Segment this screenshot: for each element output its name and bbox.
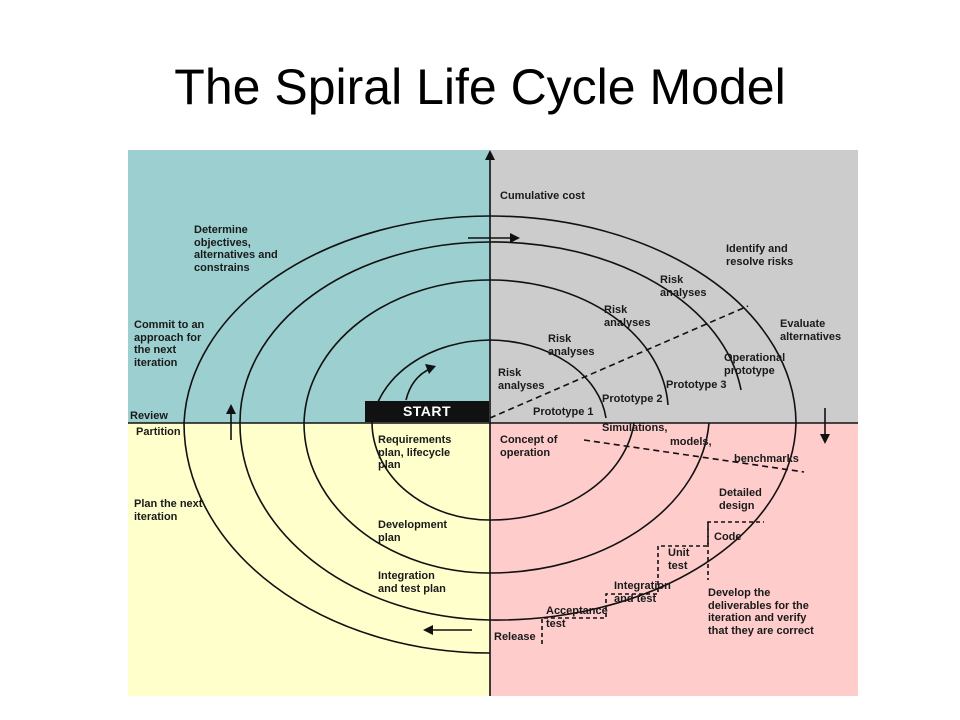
label-integration-test-plan: Integration and test plan xyxy=(378,570,446,595)
label-simulations: Simulations, xyxy=(602,422,668,434)
spiral-loop-2 xyxy=(303,279,710,574)
label-prototype-1: Prototype 1 xyxy=(533,406,594,418)
label-code: Code xyxy=(714,531,742,543)
label-unit-test: Unit test xyxy=(668,547,690,572)
label-risk-analyses-1: Risk analyses xyxy=(498,367,545,392)
label-review: Review xyxy=(130,410,168,422)
simulation-dashed-line xyxy=(583,439,805,473)
label-concept-of-operation: Concept of operation xyxy=(500,434,558,459)
start-arrow xyxy=(405,367,433,401)
label-partition: Partition xyxy=(136,426,181,438)
label-commit: Commit to an approach for the next itera… xyxy=(134,319,205,369)
label-prototype-2: Prototype 2 xyxy=(602,393,663,405)
page-title: The Spiral Life Cycle Model xyxy=(174,59,786,115)
label-develop-deliverables: Develop the deliverables for the iterati… xyxy=(708,587,814,637)
label-plan-next-iteration: Plan the next iteration xyxy=(134,498,203,523)
risk-dashed-line xyxy=(489,305,749,419)
label-operational-prototype: Operational prototype xyxy=(724,352,786,377)
label-identify-resolve-risks: Identify and resolve risks xyxy=(726,243,794,268)
label-development-plan: Development plan xyxy=(378,519,448,544)
label-acceptance-test: Acceptance test xyxy=(546,605,608,630)
spiral-diagram: START Cumulative cost Determine objectiv… xyxy=(128,150,858,696)
spiral-loop-1 xyxy=(371,339,635,521)
spiral-loop-4 xyxy=(183,215,797,654)
label-release: Release xyxy=(494,631,536,643)
label-models: models, xyxy=(670,436,712,448)
label-cumulative-cost: Cumulative cost xyxy=(500,190,585,202)
label-integration-test: Integration and test xyxy=(614,580,671,605)
label-benchmarks: benchmarks xyxy=(734,453,799,465)
label-detailed-design: Detailed design xyxy=(719,487,762,512)
label-determine-objectives: Determine objectives, alternatives and c… xyxy=(194,224,278,274)
label-prototype-3: Prototype 3 xyxy=(666,379,727,391)
quadrant-top-left xyxy=(128,150,490,423)
spiral-lines xyxy=(128,150,858,696)
label-risk-analyses-2: Risk analyses xyxy=(548,333,595,358)
quadrant-bottom-left xyxy=(128,423,490,696)
label-risk-analyses-3: Risk analyses xyxy=(604,304,651,329)
axis-arrowhead xyxy=(485,150,495,160)
quadrant-top-right xyxy=(490,150,858,423)
label-requirements-plan: Requirements plan, lifecycle plan xyxy=(378,434,452,471)
label-risk-analyses-4: Risk analyses xyxy=(660,274,707,299)
quadrant-bottom-right xyxy=(490,423,858,696)
start-box: START xyxy=(365,401,489,422)
spiral-loop-3 xyxy=(239,241,797,621)
label-evaluate-alternatives: Evaluate alternatives xyxy=(780,318,842,343)
